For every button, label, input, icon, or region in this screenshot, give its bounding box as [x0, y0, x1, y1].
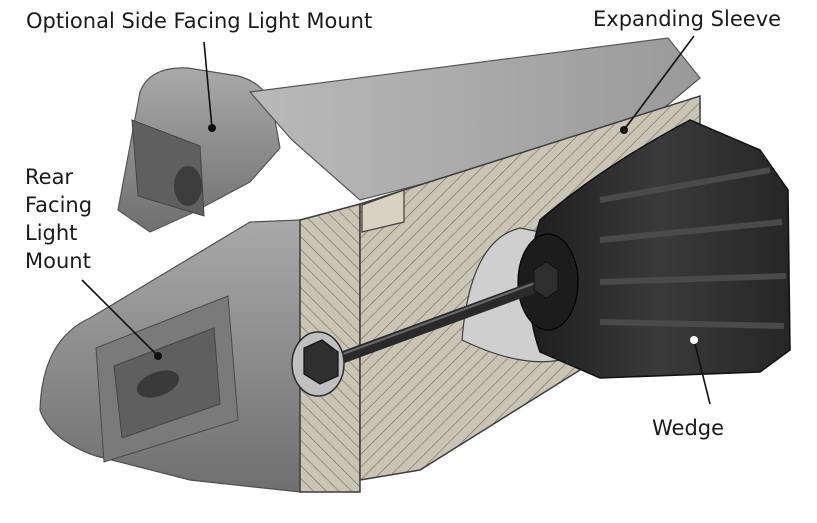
section-step-slot — [361, 189, 405, 233]
leader-dot-rear-mount — [154, 352, 162, 360]
bolt-shaft-highlight — [331, 278, 547, 359]
label-wedge: Wedge — [652, 416, 725, 440]
rear-mount-hole — [136, 370, 180, 398]
wedge-flute-1 — [599, 167, 771, 203]
label-rear-mount: Rear Facing Light Mount — [25, 163, 92, 275]
leader-wedge — [693, 339, 711, 405]
leader-side-mount — [203, 41, 213, 129]
label-rear-mount-line: Mount — [25, 249, 91, 273]
label-expanding-sleeve: Expanding Sleeve — [593, 7, 782, 31]
label-rear-mount-line: Facing — [25, 193, 93, 217]
label-rear-mount-line: Rear — [25, 165, 74, 189]
leader-dot-sleeve — [620, 126, 628, 134]
leader-rear-mount — [81, 279, 159, 357]
leader-dot-wedge — [690, 336, 698, 344]
label-rear-mount-line: Light — [25, 221, 78, 245]
bolt-head-hex — [303, 339, 339, 385]
leader-dot-side-mount — [208, 124, 216, 132]
side-mount-hole — [174, 166, 202, 206]
wedge-nut-hex — [533, 261, 559, 299]
label-side-mount: Optional Side Facing Light Mount — [26, 9, 373, 33]
wedge-flute-3 — [599, 273, 787, 285]
wedge-flute-4 — [599, 319, 785, 329]
leader-sleeve — [623, 35, 695, 131]
wedge-flute-2 — [599, 219, 783, 243]
bolt-shaft — [324, 276, 554, 368]
